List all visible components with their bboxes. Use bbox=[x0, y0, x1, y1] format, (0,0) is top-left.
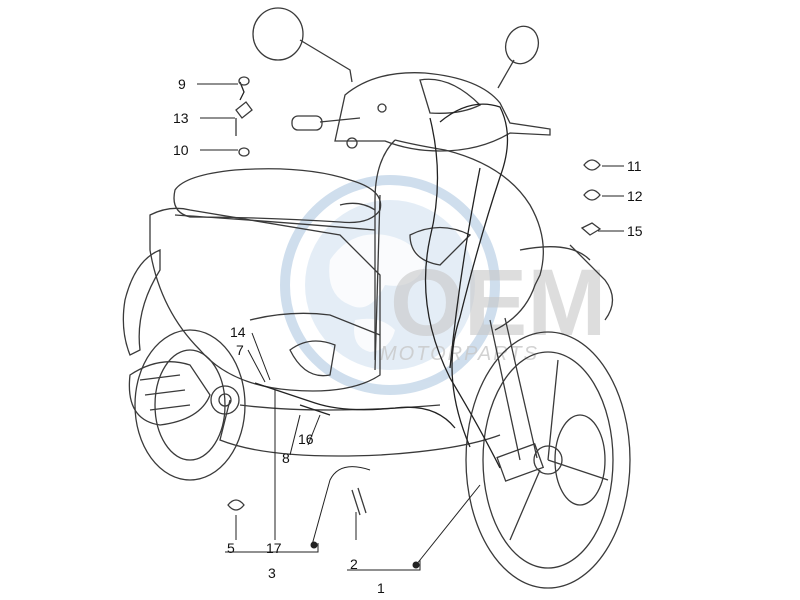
rear-hub bbox=[210, 385, 240, 415]
left-grip bbox=[291, 115, 323, 131]
front-wheel bbox=[465, 331, 631, 589]
part-2 bbox=[351, 487, 367, 516]
left-mirror bbox=[252, 7, 304, 61]
exhaust bbox=[128, 361, 211, 426]
headlight-window bbox=[419, 78, 482, 114]
part-label-5: 5 bbox=[227, 540, 235, 556]
seat bbox=[173, 168, 382, 224]
rear-brake-cable bbox=[439, 103, 509, 448]
part-label-13: 13 bbox=[173, 110, 189, 126]
bolt-9 bbox=[239, 81, 245, 101]
front-fork bbox=[489, 317, 538, 461]
nut-10 bbox=[238, 147, 250, 157]
part-label-10: 10 bbox=[173, 142, 189, 158]
right-mirror bbox=[504, 25, 540, 65]
rear-fender bbox=[122, 249, 161, 356]
part-label-1: 1 bbox=[377, 580, 385, 596]
fork-bracket bbox=[496, 443, 545, 482]
clip-15 bbox=[580, 222, 602, 236]
part-label-7: 7 bbox=[236, 342, 244, 358]
part-label-12: 12 bbox=[627, 188, 643, 204]
part-label-15: 15 bbox=[627, 223, 643, 239]
part-label-3: 3 bbox=[268, 565, 276, 581]
right-mirror-stem bbox=[497, 59, 515, 89]
part-label-14: 14 bbox=[230, 324, 246, 340]
clip-12 bbox=[583, 189, 601, 201]
front-hub bbox=[533, 445, 563, 475]
rear-wheel bbox=[134, 329, 246, 481]
part-label-2: 2 bbox=[350, 556, 358, 572]
part-label-8: 8 bbox=[282, 450, 290, 466]
part-label-16: 16 bbox=[298, 431, 314, 447]
side-panel-opening bbox=[409, 226, 472, 266]
part-label-17: 17 bbox=[266, 540, 282, 556]
part-label-11: 11 bbox=[627, 158, 642, 174]
front-fender bbox=[569, 244, 614, 321]
brake-disc bbox=[554, 414, 606, 506]
front-shield bbox=[394, 139, 544, 331]
clamp-13 bbox=[235, 101, 253, 119]
handlebar-cover bbox=[334, 72, 551, 152]
front-brake-cable bbox=[424, 117, 501, 469]
front-wheel-spokes bbox=[509, 359, 609, 541]
rear-body bbox=[149, 207, 381, 392]
clip-11 bbox=[583, 159, 601, 171]
watermark-globe-ring bbox=[280, 175, 500, 395]
clip-5 bbox=[227, 499, 245, 511]
left-mirror-stem bbox=[299, 39, 353, 83]
side-vent bbox=[289, 340, 336, 377]
part-label-9: 9 bbox=[178, 76, 186, 92]
